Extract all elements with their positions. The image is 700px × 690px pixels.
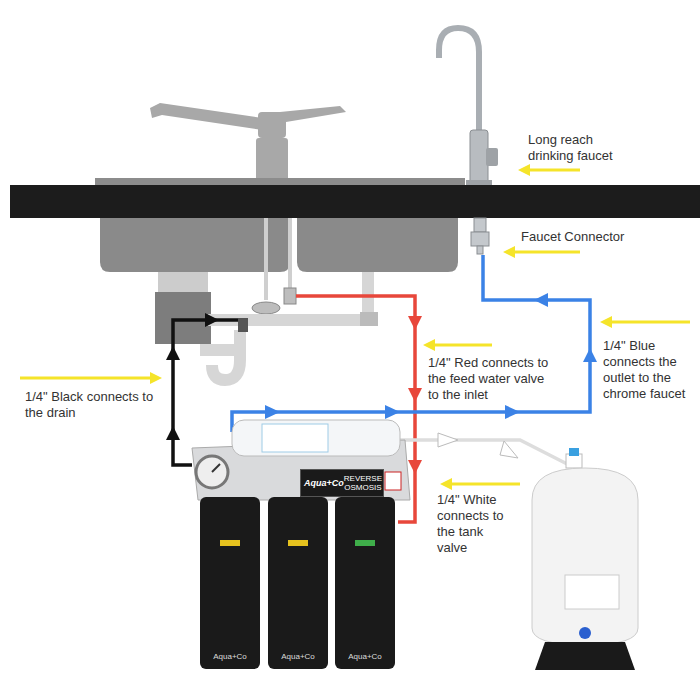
brand-label: Aqua+Co <box>335 652 395 661</box>
countertop <box>10 185 700 218</box>
pointer-arrows <box>20 164 690 490</box>
callout-text: 1/4" Red connects to the feed water valv… <box>428 355 550 403</box>
callout-text: 1/4" Black connects to the drain <box>25 389 160 421</box>
drain-pipes <box>200 272 370 380</box>
sink-basin <box>297 218 458 272</box>
brand-text: REVERSE OSMOSIS <box>344 474 382 492</box>
brand-text: Aqua+Co <box>304 479 344 488</box>
callout-text: 1/4" Blue connects the outlet to the chr… <box>603 338 698 402</box>
callout-text: Faucet Connector <box>521 229 651 245</box>
drain-saddle <box>238 318 248 332</box>
logo-panel: Aqua+CoREVERSE OSMOSIS <box>300 469 384 497</box>
ro-unit <box>192 420 410 669</box>
callout-text: Long reach drinking faucet <box>528 132 638 164</box>
brand-label: Aqua+Co <box>200 652 260 661</box>
callout-text: 1/4" White connects to the tank valve <box>437 492 515 556</box>
kitchen-faucet <box>150 103 346 185</box>
valves <box>252 288 296 314</box>
pipe-nut <box>360 312 378 326</box>
storage-tank <box>532 448 638 670</box>
faucet-connector <box>471 218 489 254</box>
drinking-faucet <box>439 28 498 186</box>
disposal <box>155 272 211 344</box>
tubes <box>173 255 590 522</box>
sink-rim <box>95 178 465 186</box>
brand-label: Aqua+Co <box>268 652 328 661</box>
sink-basin <box>100 218 290 272</box>
